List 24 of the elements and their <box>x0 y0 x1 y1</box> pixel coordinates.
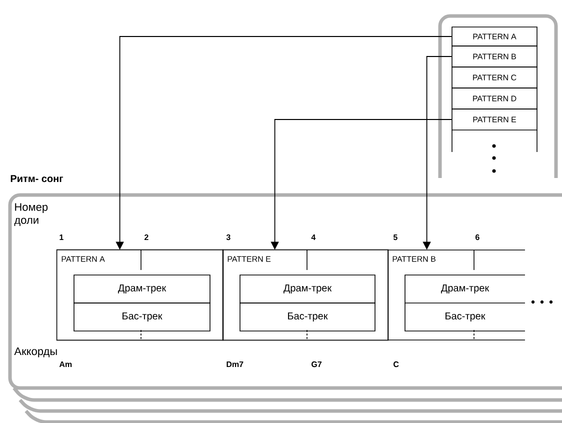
beat-number: 1 <box>60 234 64 240</box>
beat-number: 4 <box>311 234 316 240</box>
beat-number: 2 <box>144 234 148 240</box>
pattern-cell: PATTERN E <box>452 108 538 130</box>
track-box: Драм-трек <box>240 274 376 304</box>
track-box: Бас-трек <box>74 302 210 332</box>
beat-number: 5 <box>393 234 398 240</box>
track-box: Драм-трек <box>404 274 526 304</box>
pattern-cell: PATTERN B <box>452 46 538 68</box>
chord-name: G7 <box>312 361 322 368</box>
pattern-cell: PATTERN A <box>452 26 538 46</box>
beat-number: 3 <box>226 234 230 240</box>
chords-heading: Аккорды <box>14 347 57 358</box>
pattern-cell: PATTERN C <box>452 66 538 88</box>
track-box: Бас-трек <box>240 302 376 332</box>
pattern-list-frame <box>438 14 558 178</box>
chord-name: Dm7 <box>226 362 244 367</box>
track-box: Бас-трек <box>404 302 526 332</box>
track-box: Драм-трек <box>74 274 210 304</box>
beat-number: 6 <box>476 234 480 240</box>
beat-heading: Номер доли <box>14 203 48 226</box>
chord-name: Am <box>59 362 72 367</box>
pattern-cell: PATTERN D <box>452 88 538 110</box>
chord-name: C <box>394 361 399 368</box>
